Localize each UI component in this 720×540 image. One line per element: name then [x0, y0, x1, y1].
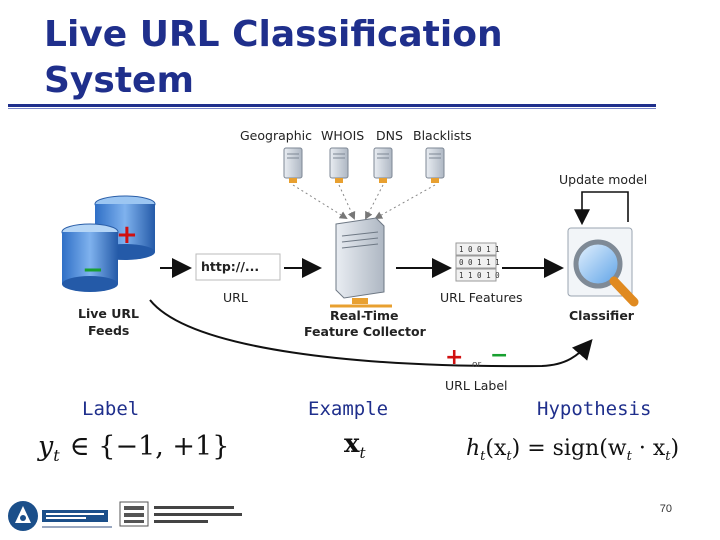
- update-model-label: Update model: [559, 172, 647, 187]
- whois-server-icon: [329, 147, 349, 183]
- example-formula-x: x: [344, 429, 360, 459]
- feature-bits-row-1: 1 0 0 1 1: [459, 245, 500, 254]
- feature-bits-row-3: 1 1 0 1 0: [459, 271, 500, 280]
- url-label-caption: URL Label: [445, 378, 508, 393]
- collector-label-line-2: Feature Collector: [304, 324, 427, 339]
- source-label-whois: WHOIS: [321, 128, 364, 143]
- url-example-text: http://...: [201, 259, 259, 274]
- label-formula-y: y: [37, 431, 54, 462]
- features-caption: URL Features: [440, 290, 523, 305]
- ucsd-cse-logo: [8, 501, 112, 531]
- label-formula-t: t: [53, 446, 60, 465]
- url-example-box: [195, 253, 281, 281]
- collector-label-line-1: Real-Time: [330, 308, 399, 323]
- label-formula-set: ∈ {−1, +1}: [70, 431, 230, 462]
- page-number: 70: [659, 503, 672, 515]
- source-connectors: [292, 184, 436, 220]
- geographic-server-icon: [283, 147, 303, 183]
- hypothesis-formula: ht(xt) = sign(wt · xt): [466, 436, 679, 464]
- blacklists-server-icon: [425, 147, 445, 183]
- url-features-table: [455, 242, 497, 282]
- label-formula: yt ∈ {−1, +1}: [37, 431, 229, 465]
- classifier-label: Classifier: [569, 308, 635, 323]
- url-label-plus: +: [445, 345, 463, 370]
- plus-sign-feeds: +: [116, 220, 138, 250]
- example-formula-t: t: [360, 444, 367, 462]
- source-label-blacklists: Blacklists: [413, 128, 472, 143]
- icsi-logo: [119, 501, 242, 527]
- feature-bits-row-2: 0 0 1 1 1: [459, 258, 500, 267]
- feature-collector-server-icon: [330, 217, 392, 308]
- live-url-feeds-icon: [61, 195, 156, 292]
- dns-server-icon: [373, 147, 393, 183]
- hypothesis-heading: Hypothesis: [537, 398, 652, 420]
- slide-title: Live URL Classification System: [44, 12, 503, 104]
- feeds-label-line-2: Feeds: [88, 323, 129, 338]
- example-heading: Example: [308, 398, 389, 420]
- source-label-geographic: Geographic: [240, 128, 312, 143]
- title-line-1: Live URL Classification: [44, 14, 503, 55]
- source-label-dns: DNS: [376, 128, 403, 143]
- title-underline: [8, 104, 656, 109]
- example-formula: xt: [344, 429, 367, 462]
- label-heading: Label: [82, 398, 140, 420]
- update-model-loop: [574, 191, 629, 226]
- feeds-label-line-1: Live URL: [78, 306, 139, 321]
- title-line-2: System: [44, 60, 194, 101]
- url-caption: URL: [223, 290, 248, 305]
- url-label-or: or: [472, 360, 482, 370]
- url-label-minus: −: [490, 343, 508, 368]
- minus-sign-feeds: −: [82, 255, 104, 285]
- classifier-magnifier-icon: [567, 227, 639, 307]
- label-flow-arrow: [149, 299, 593, 368]
